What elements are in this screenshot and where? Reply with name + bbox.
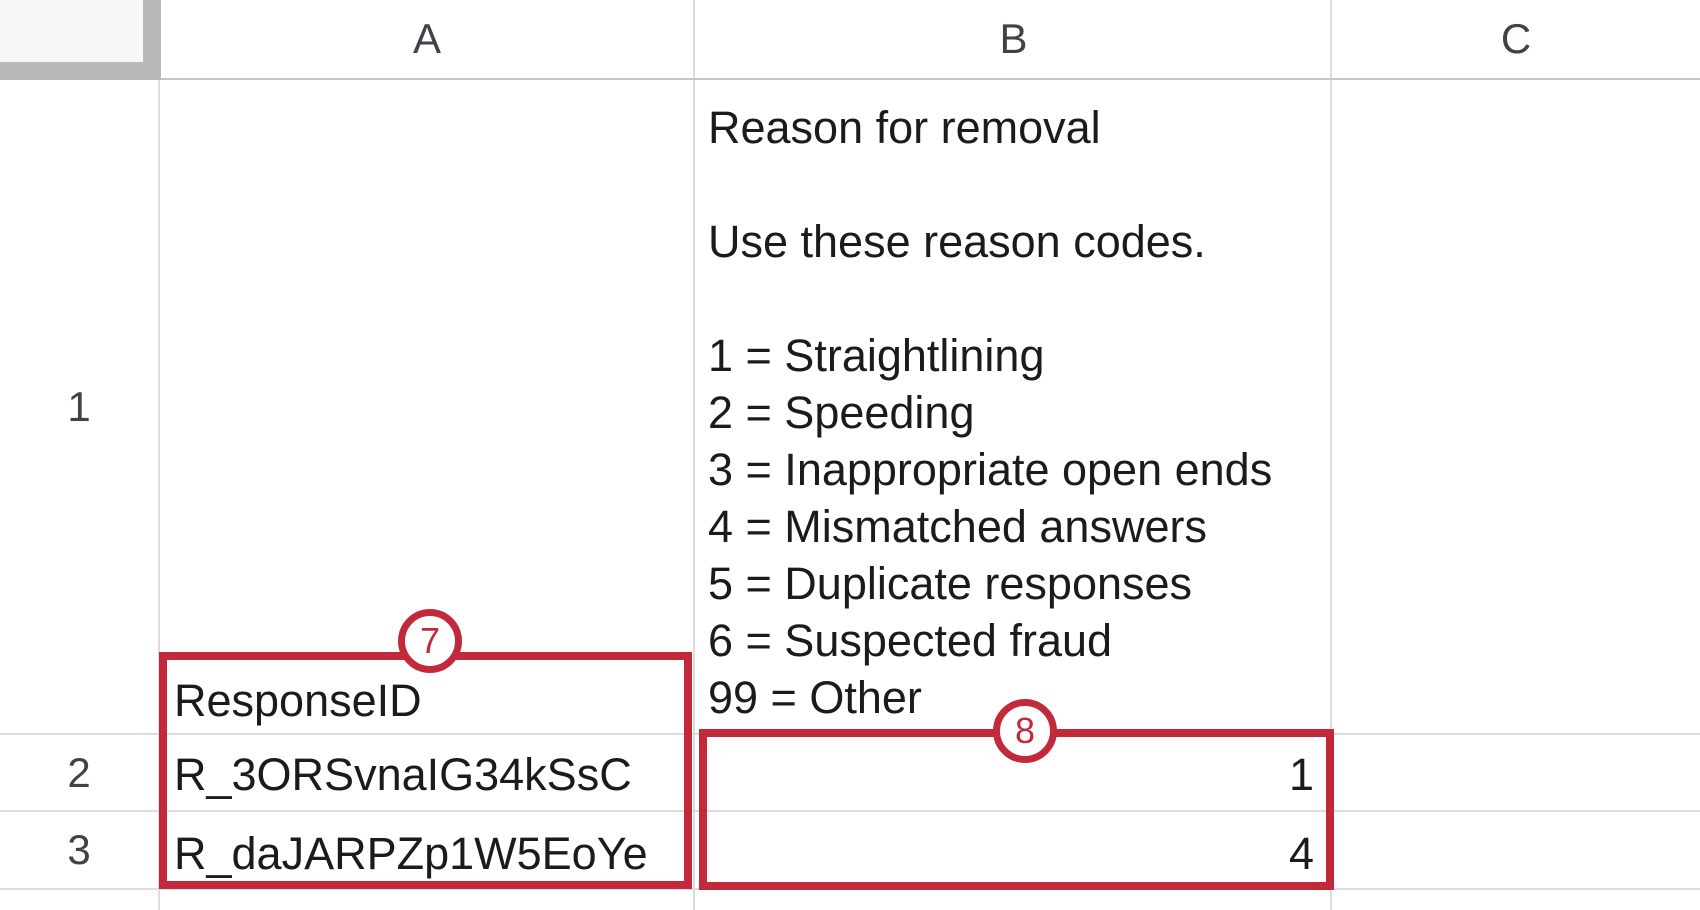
row-header-3-label: 3 [67, 825, 91, 873]
annotation-badge-8-label: 8 [1014, 710, 1036, 751]
grid-hline-row2-row3 [0, 810, 1700, 812]
cell-b1-reason-codes[interactable]: Reason for removal Use these reason code… [708, 102, 1273, 723]
cell-b3-reason-code[interactable]: 4 [1288, 828, 1314, 879]
column-header-a-label: A [412, 15, 441, 62]
column-header-b-label: B [999, 15, 1028, 62]
grid-vline-b-c [1330, 0, 1332, 910]
column-header-a[interactable]: A [161, 0, 693, 78]
row-header-3[interactable]: 3 [0, 810, 158, 889]
grid-vline-a-b [693, 0, 695, 910]
row-header-2-label: 2 [67, 749, 91, 796]
cell-a3-response-id[interactable]: R_daJARPZp1W5EoYe [174, 828, 648, 879]
row-header-4[interactable]: 4 [0, 890, 158, 910]
grid-hline-header [0, 78, 1700, 80]
row-header-1[interactable]: 1 [0, 80, 158, 734]
annotation-badge-7: 7 [398, 609, 462, 673]
row-header-1-label: 1 [67, 383, 91, 430]
row-header-4-label: 4 [67, 902, 90, 910]
column-header-c-label: C [1500, 15, 1532, 62]
cell-a2-response-id[interactable]: R_3ORSvnaIG34kSsC [174, 749, 632, 800]
cell-b2-reason-code[interactable]: 1 [1288, 749, 1314, 800]
grid-vline-rowheader [158, 0, 160, 910]
column-header-b[interactable]: B [695, 0, 1332, 78]
select-all-corner[interactable] [0, 0, 161, 80]
row-header-2[interactable]: 2 [0, 736, 158, 810]
annotation-badge-7-label: 7 [419, 620, 441, 661]
annotation-badge-8: 8 [993, 699, 1057, 763]
column-header-c[interactable]: C [1332, 0, 1700, 78]
cell-a1-responseid-header[interactable]: ResponseID [174, 675, 422, 726]
annotation-box-7 [159, 652, 692, 889]
